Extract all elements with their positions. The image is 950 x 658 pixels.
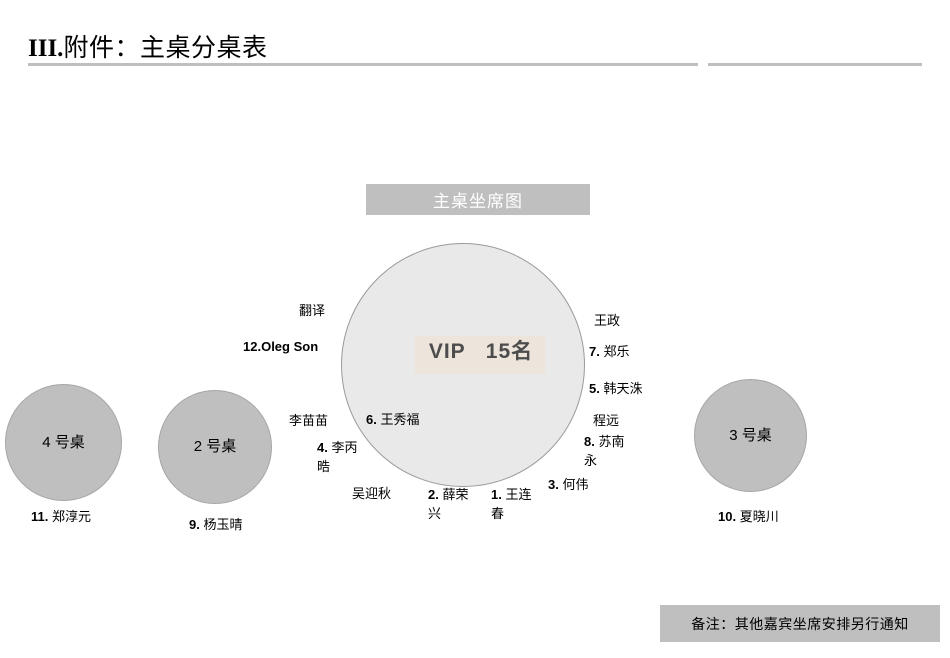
- seat-name-wangzheng: 王政: [594, 313, 621, 328]
- seat-label-12: 12.Oleg Son: [243, 337, 318, 356]
- vip-count-label: VIP 15名: [428, 340, 534, 363]
- seat-name-wuyingqiu: 吴迎秋: [352, 486, 392, 501]
- seat-name-12: Oleg Son: [261, 339, 319, 354]
- vip-count-highlight: [415, 336, 545, 374]
- seat-name-6: 王秀福: [380, 412, 420, 427]
- side-table-2: 2 号桌: [158, 390, 272, 504]
- side-table-4: 4 号桌: [5, 384, 122, 501]
- seat-name-3: 何伟: [562, 477, 589, 492]
- seating-chart-banner: 主桌坐席图: [366, 184, 590, 215]
- seat-label-chengyuan: 程远: [593, 411, 619, 430]
- section-numeral: III.: [28, 35, 64, 62]
- seat-index-6: 6.: [366, 412, 377, 427]
- page-title: III.附件：主桌分桌表: [28, 28, 267, 64]
- seat-label-4: 4. 李丙晧: [317, 438, 365, 476]
- seat-label-8: 8. 苏南永: [584, 432, 630, 470]
- side-table-4-label: 4 号桌: [42, 433, 85, 451]
- header-divider-right: [708, 63, 922, 66]
- seating-chart-banner-label: 主桌坐席图: [433, 192, 523, 211]
- seat-name-8: 苏南永: [584, 434, 625, 468]
- seat-index-7: 7.: [589, 344, 600, 359]
- side-table-3-label: 3 号桌: [729, 426, 772, 444]
- seat-name-2: 薛荣兴: [428, 487, 469, 521]
- side-table-3-guest: 10. 夏晓川: [718, 507, 802, 526]
- seat-label-1: 1. 王连春: [491, 485, 537, 523]
- seat-label-6: 6. 王秀福: [366, 410, 419, 429]
- side-table-4-guest: 11. 郑淳元: [31, 507, 115, 526]
- seat-index-8: 8.: [584, 434, 595, 449]
- seat-index-4: 4.: [317, 440, 328, 455]
- side-table-4-guest-name: 郑淳元: [51, 509, 91, 524]
- seat-label-limiaomiao: 李苗苗: [289, 411, 328, 430]
- seat-label-wuyingqiu: 吴迎秋: [352, 484, 391, 503]
- seat-name-7: 郑乐: [603, 344, 630, 359]
- seat-label-wangzheng: 王政: [594, 311, 620, 330]
- seat-name-4: 李丙晧: [317, 440, 358, 474]
- side-table-2-label: 2 号桌: [193, 438, 237, 455]
- seat-label-2: 2. 薛荣兴: [428, 485, 474, 523]
- side-table-2-guest-index: 9.: [189, 517, 200, 532]
- header-divider-left: [28, 63, 698, 66]
- side-table-3-guest-index: 10.: [718, 509, 737, 524]
- seat-name-5: 韩天洙: [603, 381, 643, 396]
- seat-name-translator: 翻译: [299, 303, 326, 318]
- seat-label-3: 3. 何伟: [548, 475, 588, 494]
- section-title-text: 附件：主桌分桌表: [63, 34, 268, 62]
- seat-name-chengyuan: 程远: [593, 413, 620, 428]
- seat-name-limiaomiao: 李苗苗: [289, 413, 329, 428]
- seat-index-5: 5.: [589, 381, 600, 396]
- seat-index-12: 12.: [243, 339, 262, 354]
- page-header: III.附件：主桌分桌表: [0, 0, 950, 72]
- side-table-2-guest-name: 杨玉晴: [203, 517, 243, 532]
- footer-note-label: 备注：其他嘉宾坐席安排另行通知: [691, 615, 909, 632]
- seat-label-5: 5. 韩天洙: [589, 379, 642, 398]
- seat-label-7: 7. 郑乐: [589, 342, 629, 361]
- seat-index-1: 1.: [491, 487, 502, 502]
- seat-index-2: 2.: [428, 487, 439, 502]
- seat-name-1: 王连春: [491, 487, 532, 521]
- side-table-4-guest-index: 11.: [31, 509, 49, 524]
- side-table-3-guest-name: 夏晓川: [739, 509, 779, 524]
- side-table-2-guest: 9. 杨玉晴: [189, 515, 273, 534]
- side-table-3: 3 号桌: [694, 379, 807, 492]
- seat-label-translator: 翻译: [299, 301, 325, 320]
- seat-index-3: 3.: [548, 477, 559, 492]
- footer-note-box: 备注：其他嘉宾坐席安排另行通知: [660, 605, 940, 642]
